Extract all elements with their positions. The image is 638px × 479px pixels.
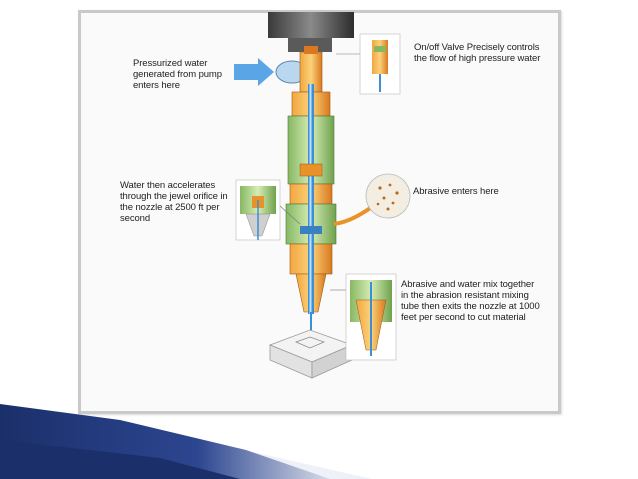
inlet-arrow-icon [234, 58, 274, 86]
orifice-detail [235, 179, 301, 241]
slide-swoosh [0, 404, 372, 479]
label-abrasive-enters: Abrasive enters here [413, 186, 499, 197]
label-valve: On/off Valve Precisely controls the flow… [414, 42, 541, 64]
pump-head [268, 12, 354, 52]
valve-detail [336, 33, 401, 95]
mixing-tube-detail [330, 273, 397, 361]
label-mix: Abrasive and water mix together in the a… [401, 279, 540, 323]
label-accelerates: Water then accelerates through the jewel… [120, 180, 228, 224]
label-pressurized-water: Pressurized water generated from pump en… [133, 58, 222, 91]
nozzle-body [285, 46, 337, 338]
water-inlet [234, 58, 309, 86]
work-material [268, 329, 354, 379]
abrasive-detail [365, 173, 411, 219]
